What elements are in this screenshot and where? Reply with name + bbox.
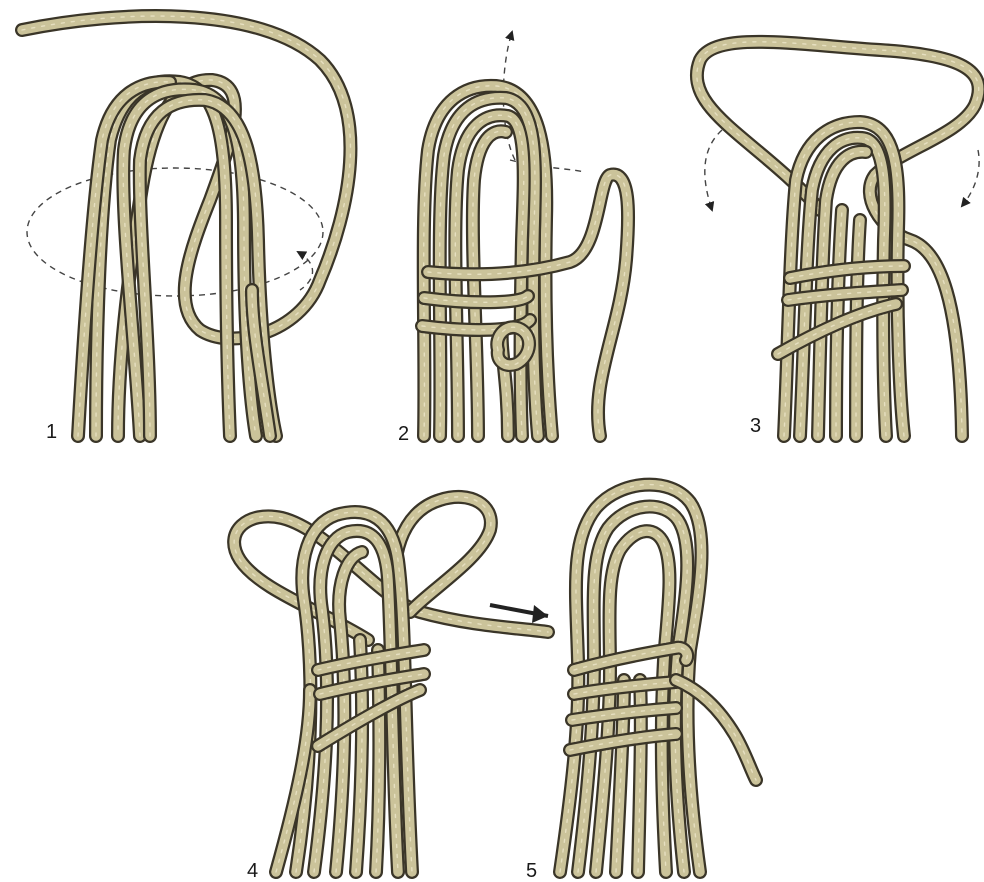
step-5-rope-coil bbox=[560, 485, 756, 872]
step-2-panel: 2 bbox=[398, 32, 628, 445]
step-5-panel: 5 bbox=[526, 485, 756, 882]
step-3-rope-coil bbox=[697, 42, 979, 436]
step-1-panel: 1 bbox=[22, 16, 350, 443]
rope-strand bbox=[856, 220, 860, 436]
step-4-number: 4 bbox=[247, 860, 258, 882]
rope-strand bbox=[356, 640, 362, 872]
rope-strand bbox=[394, 497, 490, 612]
step-2-number: 2 bbox=[398, 423, 409, 445]
step-3-number: 3 bbox=[750, 415, 761, 437]
rope-strand bbox=[497, 327, 529, 365]
step-3-panel: 3 bbox=[697, 42, 979, 437]
step-5-number: 5 bbox=[526, 860, 537, 882]
rope-strand bbox=[424, 296, 528, 302]
step-1-number: 1 bbox=[46, 421, 57, 443]
step-2-rope-coil bbox=[422, 86, 628, 436]
step-4-rope-coil bbox=[234, 497, 548, 872]
step-4-panel: 4 bbox=[234, 497, 548, 882]
step-1-rope-coil bbox=[22, 16, 350, 436]
step-1-dashed-guide bbox=[27, 168, 323, 296]
